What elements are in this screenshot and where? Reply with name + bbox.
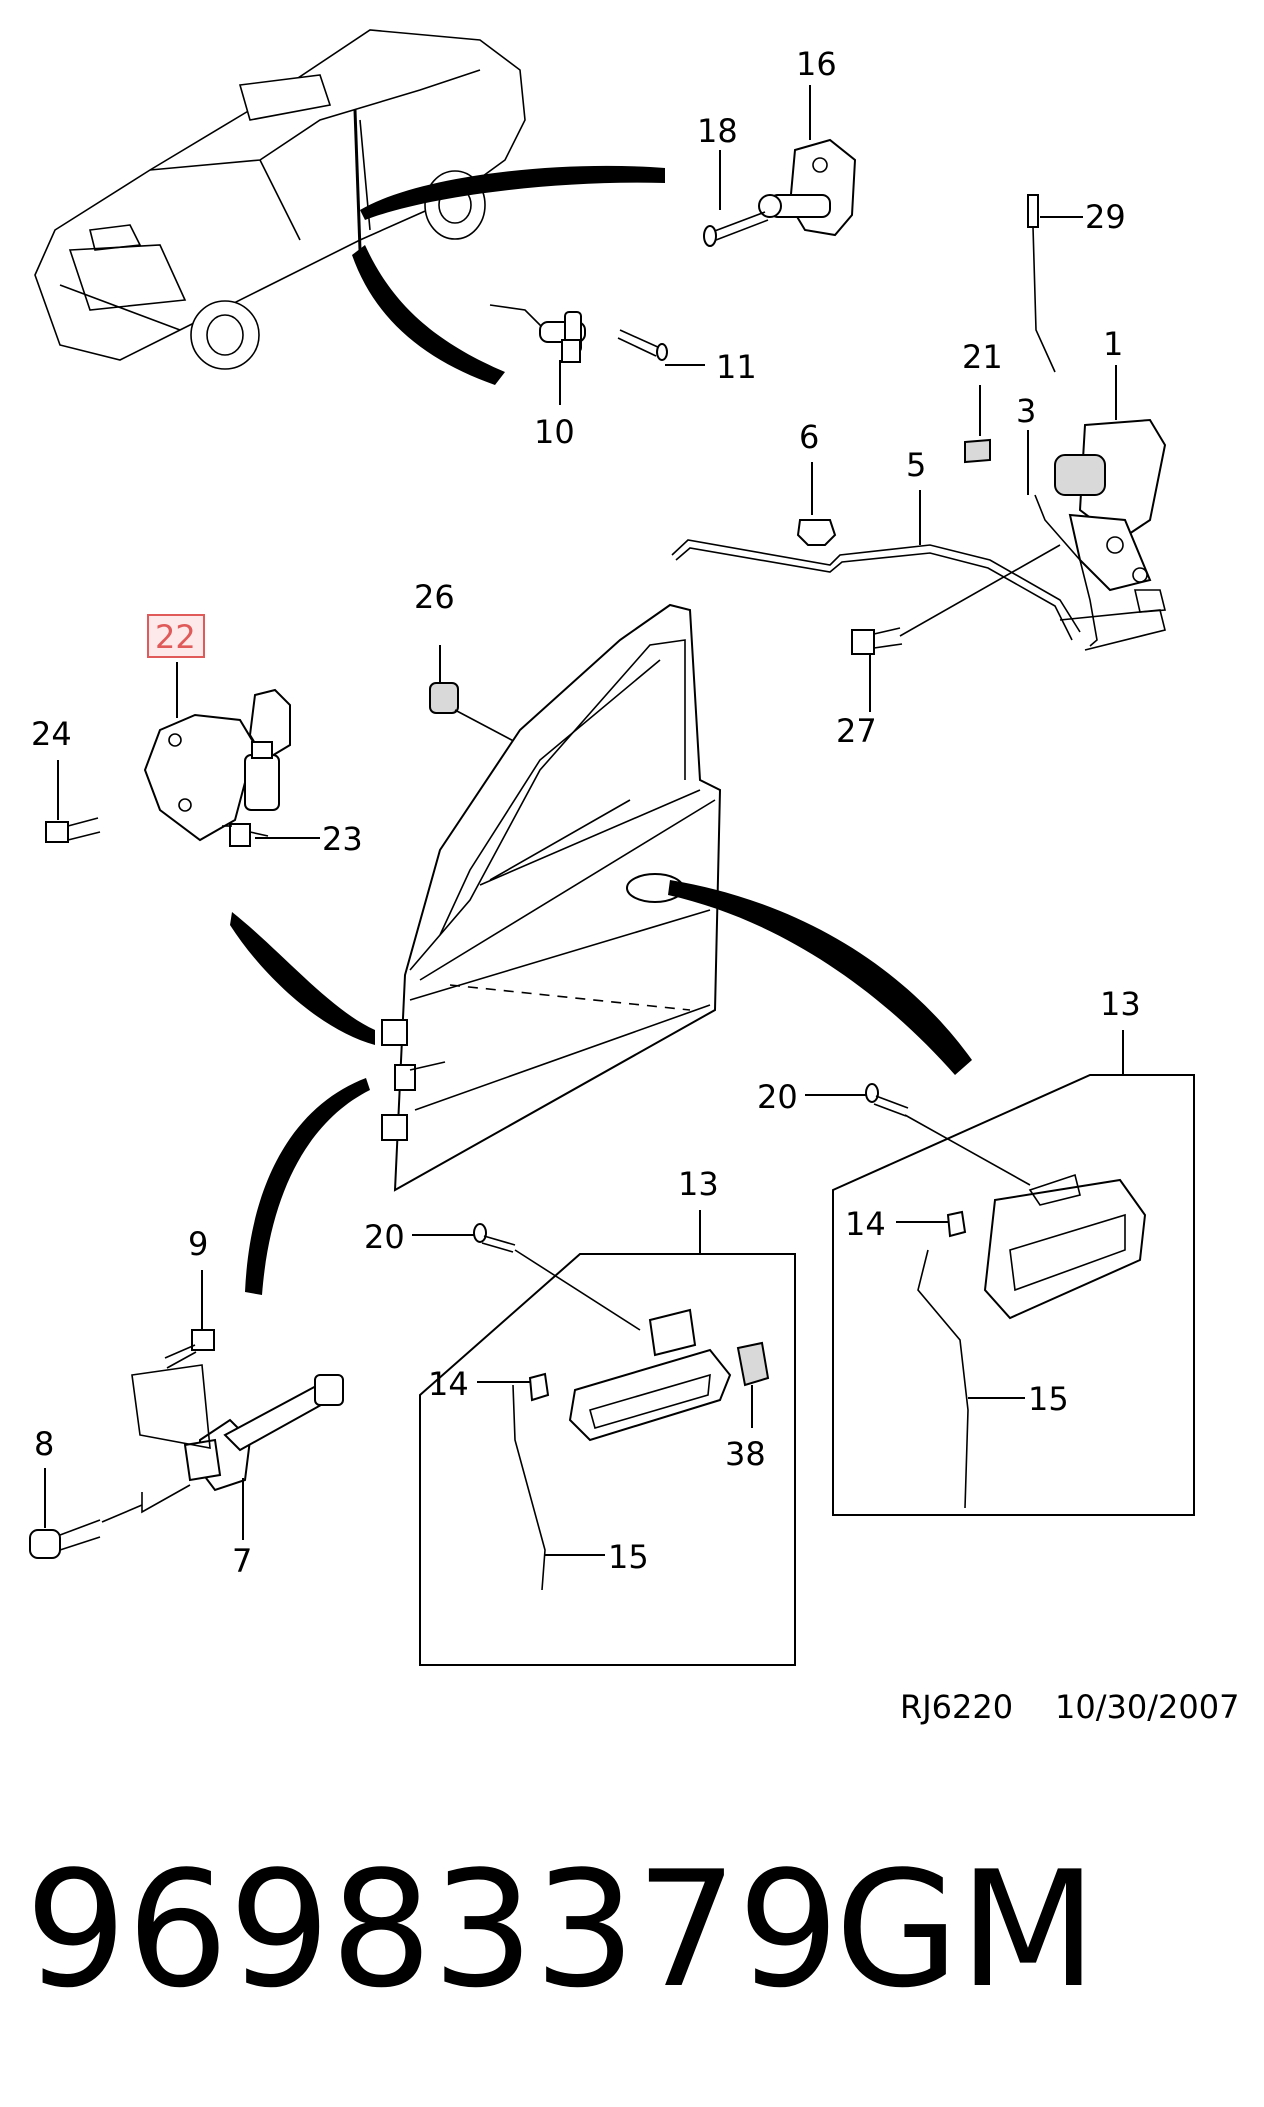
part-number: 96983379 (25, 1836, 839, 2023)
part-20-screw-middle (473, 1223, 516, 1253)
part-8-bolt (29, 1519, 101, 1559)
door-hinges (381, 1019, 446, 1141)
rod-15-middle (512, 1384, 546, 1591)
clip-14-middle (528, 1372, 550, 1402)
callout-14-middle: 14 (428, 1365, 469, 1403)
callout-8: 8 (34, 1425, 54, 1463)
callout-16: 16 (796, 45, 837, 83)
callout-9: 9 (188, 1225, 208, 1263)
car-to-striker-swoosh (352, 245, 505, 385)
part-11-screw (617, 329, 668, 361)
part-3-rod (1034, 494, 1098, 647)
hinge-upper-swoosh (230, 912, 375, 1045)
callout-20-right: 20 (757, 1078, 798, 1116)
callout-11: 11 (716, 348, 757, 386)
part-20-screw-right (865, 1083, 909, 1117)
callout-38: 38 (725, 1435, 766, 1473)
clip-14-right (946, 1210, 967, 1238)
callout-22-highlight-box (147, 614, 205, 658)
callout-26: 26 (414, 578, 455, 616)
callout-18: 18 (697, 112, 738, 150)
callout-15-middle: 15 (608, 1538, 649, 1576)
part-6-clip (796, 519, 837, 546)
callout-21: 21 (962, 338, 1003, 376)
callout-6: 6 (799, 418, 819, 456)
part-21-pad (964, 438, 991, 464)
rod-15-right (917, 1249, 969, 1509)
door-panel (393, 603, 722, 1192)
part-26-bumper (429, 682, 459, 714)
part-16-hinge (758, 138, 857, 237)
box-13-middle (419, 1210, 796, 1666)
diagram-ref: RJ6220 (900, 1688, 1013, 1726)
part-18-screw (703, 211, 769, 247)
part-10-door-switch (489, 304, 586, 363)
part-24-bolt (45, 817, 101, 843)
callout-7: 7 (232, 1542, 252, 1580)
part-38-cap (736, 1341, 770, 1387)
callout-29: 29 (1085, 198, 1126, 236)
callout-13-right: 13 (1100, 985, 1141, 1023)
part-23-bolt (222, 823, 269, 847)
part-5-rod (671, 539, 1081, 641)
callout-23: 23 (322, 820, 363, 858)
callout-14-right: 14 (845, 1205, 886, 1243)
callout-3: 3 (1016, 392, 1036, 430)
part-1-door-lock (1054, 418, 1167, 613)
callout-15-right: 15 (1028, 1380, 1069, 1418)
part-9-bolt (164, 1329, 215, 1369)
callout-24: 24 (31, 715, 72, 753)
callout-5: 5 (906, 446, 926, 484)
hinge-lower-swoosh (245, 1078, 370, 1295)
callout-22: 22 (155, 618, 196, 656)
handle-right (983, 1173, 1147, 1320)
diagram-date: 10/30/2007 (1055, 1688, 1239, 1726)
callout-1: 1 (1103, 325, 1123, 363)
part-27-bolt (851, 627, 903, 655)
part-7-door-check (183, 1374, 344, 1492)
callout-10: 10 (534, 413, 575, 451)
part-22-hinge (143, 688, 291, 842)
callout-13-middle: 13 (678, 1165, 719, 1203)
brand: GM (835, 1836, 1097, 2023)
callout-27: 27 (836, 712, 877, 750)
car-illustration (34, 29, 526, 370)
callout-20-middle: 20 (364, 1218, 405, 1256)
handle-middle (568, 1308, 732, 1442)
box-13-right (832, 1030, 1195, 1516)
car-to-hinge-swoosh (360, 165, 665, 220)
part-29-rod (1027, 194, 1056, 373)
door-to-handle-swoosh (668, 880, 972, 1075)
